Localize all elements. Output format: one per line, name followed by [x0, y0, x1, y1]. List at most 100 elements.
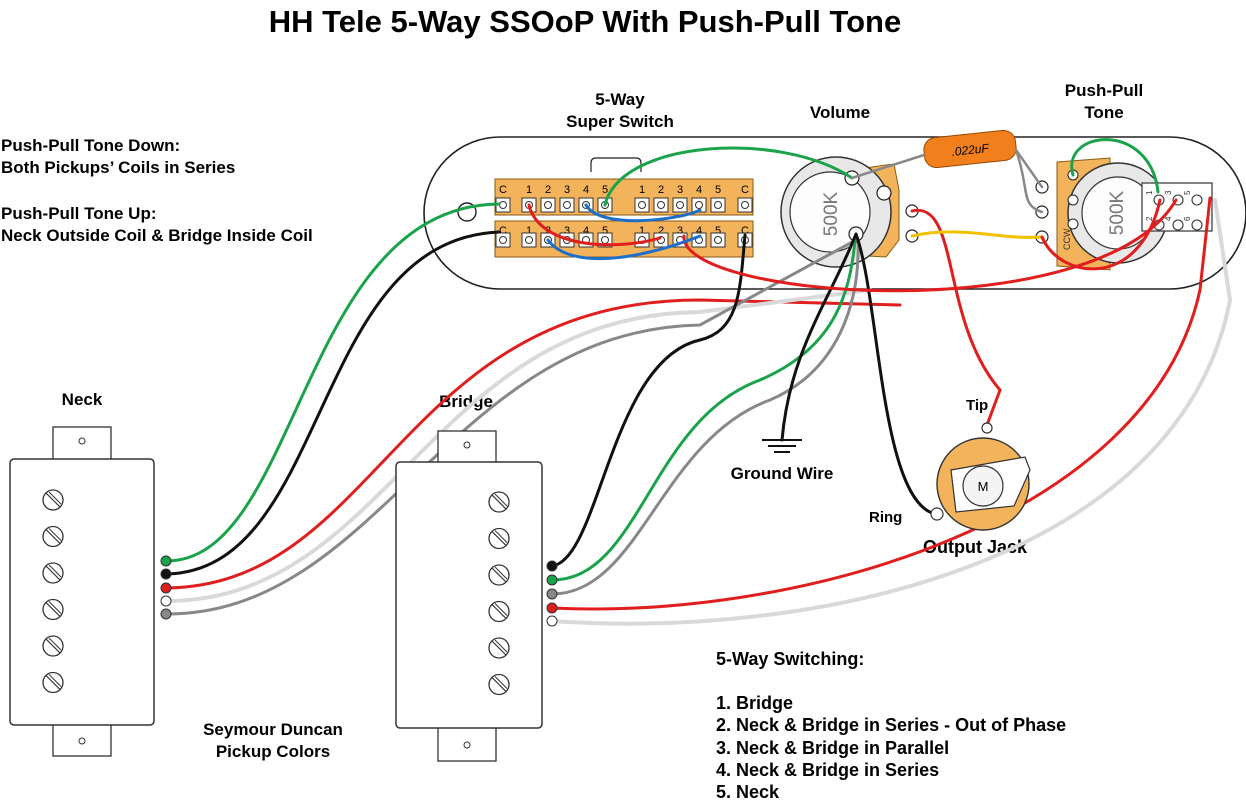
pole-screw-slot [45, 492, 61, 508]
bridge-lead-ends [546, 560, 558, 627]
wiring [165, 138, 1233, 626]
pole-screw-slot [45, 529, 61, 544]
switch-bottom-terminal-label: 2 [658, 225, 664, 237]
dpdt-pin [1191, 219, 1203, 231]
pole-screw-slot [491, 494, 507, 510]
pole-screw-slot [491, 567, 507, 583]
dpdt-pin-label: 2 [1145, 216, 1154, 221]
switch-lug-hole [525, 236, 533, 244]
ccw-label: CCW [1062, 228, 1072, 250]
ground-symbol [762, 439, 802, 453]
ring-label: Ring [869, 509, 903, 526]
bridge-green-wire [550, 238, 857, 582]
switch-bottom-terminal-label: C [741, 225, 749, 237]
switch-lug-hole [499, 236, 507, 244]
switch-bottom-terminal-label: 5 [715, 225, 721, 237]
jack-mark: M [978, 479, 989, 494]
output-jack: M [930, 422, 1031, 531]
tone-pot: 500K CCW 1 2 3 4 5 6 [1035, 157, 1213, 271]
tone-pot-value: 500K [1107, 190, 1128, 235]
tone-capacitor: .022uF [923, 129, 1017, 169]
volume-label: Volume [809, 103, 871, 122]
cap-lead-right [1014, 148, 1044, 189]
neck-pickup [9, 426, 155, 757]
switch-blue-jumper-top [584, 203, 702, 223]
switch-lug-hole [714, 201, 722, 209]
pole-screw-slot [45, 675, 61, 690]
pickup-colors-line1: Seymour Duncan [203, 720, 343, 739]
tone-down-heading: Push-Pull Tone Down: [1, 136, 181, 155]
dpdt-pin-label: 5 [1183, 190, 1192, 195]
switch-lug-hole [544, 201, 552, 209]
pole-screw-slot [45, 565, 61, 581]
switching-position-3: 3. Neck & Bridge in Parallel [716, 738, 950, 758]
switch-top-terminal-label: 1 [639, 184, 645, 196]
switch-bottom-terminal-label: 4 [696, 225, 702, 237]
switch-top-terminal-label: 3 [677, 184, 683, 196]
pole-screw-slot [494, 566, 508, 580]
switch-bottom-terminal-label: 5 [602, 225, 608, 237]
switch-top-terminal-label: 5 [602, 184, 608, 196]
pole-screw-slot [491, 677, 507, 692]
pole-screw-slot [491, 604, 507, 619]
switch-bottom-terminal-label: 3 [564, 225, 570, 237]
switch-bottom-terminal-label: 3 [677, 225, 683, 237]
switch-lug-hole [676, 201, 684, 209]
switching-position-2: 2. Neck & Bridge in Series - Out of Phas… [716, 715, 1067, 735]
switch-top-terminal-label: 3 [564, 184, 570, 196]
bridge-red-wire [550, 196, 1212, 611]
switch-lug-hole [638, 201, 646, 209]
dpdt-pin-label: 4 [1164, 216, 1173, 221]
volume-tone-yellow-wire [910, 230, 1044, 239]
jack-tip-wire [910, 208, 1002, 427]
switch-top-terminal-label: 2 [658, 184, 664, 196]
pole-screw-slot [494, 676, 508, 689]
switch-lug-hole [714, 236, 722, 244]
switch-lug-hole [657, 201, 665, 209]
switch-label-line2: Super Switch [566, 112, 674, 131]
bridge-white-wire [550, 198, 1233, 626]
ground-wire-label: Ground Wire [730, 464, 834, 483]
bridge-pickup [395, 430, 543, 762]
tone-up-text: Neck Outside Coil & Bridge Inside Coil [1, 226, 313, 245]
switch-top-terminal-label: 4 [696, 184, 702, 196]
switch-lug-hole [741, 201, 749, 209]
switch-bottom-terminal-label: C [499, 225, 507, 237]
switch-red-jumper [527, 203, 662, 247]
bridge-bare-wire [550, 238, 860, 596]
dpdt-pin-label: 1 [1145, 190, 1154, 195]
switch-blue-jumper [546, 234, 702, 261]
switch-label-line1: 5-Way [595, 90, 645, 109]
pole-screw-slot [48, 674, 62, 687]
switch-top-terminal-label: 4 [583, 184, 589, 196]
volume-pot-value: 500K [821, 191, 842, 236]
neck-white-wire [165, 288, 872, 603]
pole-screw-slot [491, 531, 507, 546]
neck-label: Neck [61, 390, 103, 409]
switch-top-terminal-label: 1 [526, 184, 532, 196]
ground-black-wire [780, 232, 858, 442]
dpdt-pin-label: 6 [1183, 216, 1192, 221]
neck-lead-ends [160, 555, 172, 620]
jack-ring-wire [854, 232, 937, 516]
dpdt-pin [1172, 219, 1184, 231]
tone-down-text: Both Pickups’ Coils in Series [1, 158, 236, 177]
pole-screw-slot [45, 638, 61, 654]
dpdt-pin [1191, 194, 1203, 206]
switch-red-wire [682, 198, 1178, 293]
switch-bottom-terminal-label: 4 [583, 225, 589, 237]
switch-bottom-terminal-label: 1 [639, 225, 645, 237]
pole-screw-slot [48, 528, 62, 541]
pole-screw-slot [494, 639, 508, 653]
page-title: HH Tele 5-Way SSOoP With Push-Pull Tone [268, 4, 902, 39]
neck-green-wire [165, 202, 501, 563]
switch-green-jumper [603, 146, 854, 207]
switching-position-4: 4. Neck & Bridge in Series [716, 760, 940, 780]
pickup-colors-line2: Pickup Colors [215, 742, 331, 761]
switch-lug-hole [563, 201, 571, 209]
dpdt-pin-label: 3 [1164, 190, 1173, 195]
pole-screw-slot [48, 564, 62, 578]
neck-red-wire [165, 298, 902, 590]
switch-top-terminal-label: 2 [545, 184, 551, 196]
switch-top-terminal-label: C [741, 184, 749, 196]
